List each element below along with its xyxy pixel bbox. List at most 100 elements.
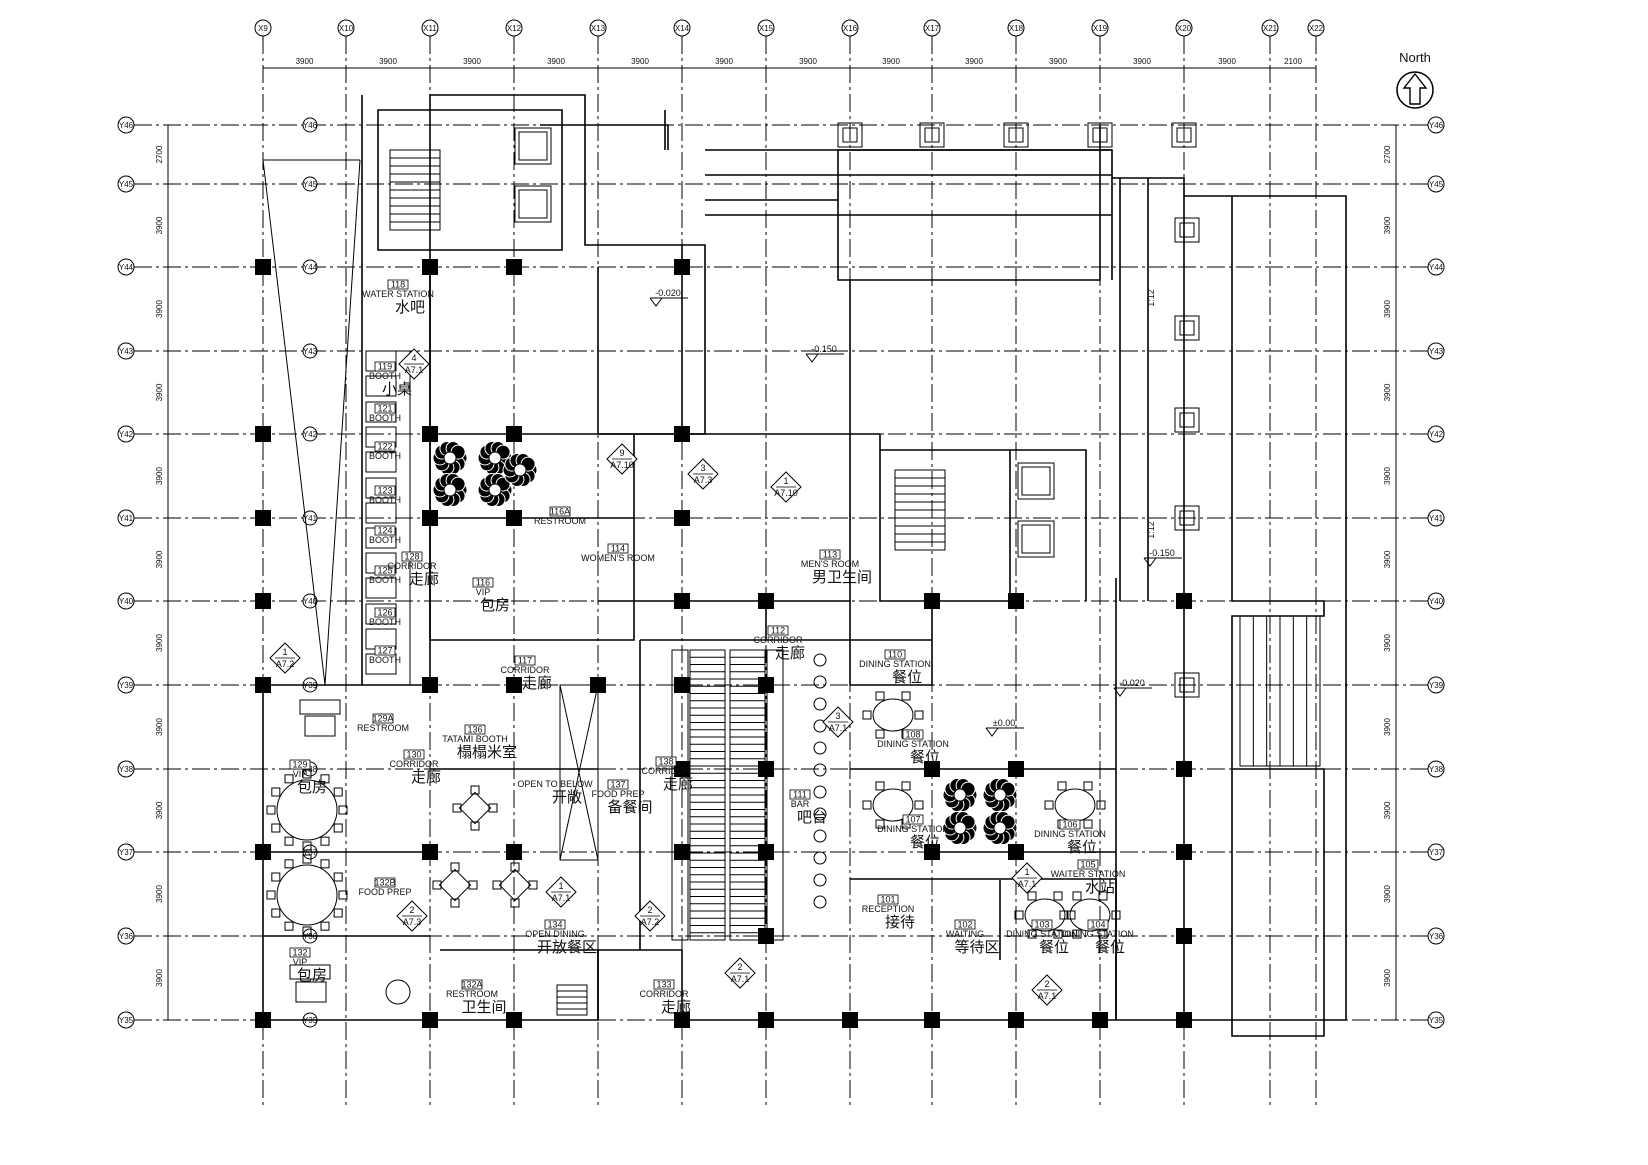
column	[1176, 844, 1192, 860]
column-outline	[1174, 407, 1200, 433]
stair-south	[556, 984, 588, 1016]
column	[758, 1012, 774, 1028]
column-core	[1179, 677, 1195, 693]
open-dining-table	[498, 868, 532, 902]
column	[674, 259, 690, 275]
wall-segment	[1231, 196, 1325, 1037]
room-number: 119	[378, 362, 392, 372]
section-mark-sheet: A7.1	[731, 974, 750, 984]
grid-label-row-left: Y39	[119, 681, 134, 690]
section-mark: 9A7.10	[606, 443, 638, 475]
room-name-cn: 水站	[1085, 879, 1115, 896]
room-number-box	[1087, 919, 1109, 930]
tree-trunk	[488, 483, 502, 497]
room-number-box	[884, 649, 906, 660]
section-mark-sheet: A7.3	[694, 475, 713, 485]
lift-car	[514, 185, 552, 223]
column-core	[1179, 412, 1195, 428]
room-name: BOOTH	[369, 371, 401, 381]
dim-row-left: 3900	[155, 300, 164, 318]
slope-label: 1:12	[1146, 289, 1156, 307]
tree-trunk	[443, 483, 457, 497]
section-mark-number: 1	[558, 881, 563, 891]
grid-bubble-row-inner	[302, 510, 318, 526]
room-name: BOOTH	[369, 617, 401, 627]
dim-row-right: 3900	[1383, 550, 1392, 568]
column	[255, 677, 271, 693]
lift-car	[1017, 520, 1055, 558]
grid-bubble-row-left	[117, 760, 135, 778]
grid-label-row-right: Y40	[1429, 597, 1444, 606]
dim-row-left: 3900	[155, 467, 164, 485]
open-dining-table-chair	[528, 880, 538, 890]
wall-segment	[837, 125, 1113, 281]
column	[924, 761, 940, 777]
grid-label-row-left: Y40	[119, 597, 134, 606]
grid-label-row-right: Y45	[1429, 180, 1444, 189]
grid-label-col: X9	[258, 24, 268, 33]
column	[1176, 593, 1192, 609]
room-name: DINING STATION	[859, 659, 931, 669]
booth-seat	[365, 502, 397, 524]
section-mark-sheet: A7.1	[1038, 991, 1057, 1001]
dim-row-left: 3900	[155, 634, 164, 652]
column	[758, 593, 774, 609]
room-number: 121	[377, 404, 392, 414]
room-number-box	[374, 877, 396, 888]
column	[506, 1012, 522, 1028]
grid-label-row-right: Y41	[1429, 514, 1444, 523]
column	[255, 510, 271, 526]
room-name-cn: 餐位	[910, 834, 940, 851]
grid-label-row-left: Y45	[119, 180, 134, 189]
vip-129-table-chair	[333, 823, 343, 833]
dim-row-right: 3900	[1383, 383, 1392, 401]
dim-col: 3900	[379, 57, 397, 66]
dining-station-chair	[875, 781, 885, 791]
dining-station-chair	[1098, 929, 1108, 939]
grid-label-row-left: Y36	[119, 932, 134, 941]
tree-dining-court	[942, 810, 978, 846]
column-outline	[1174, 672, 1200, 698]
open-dining-table-chair	[468, 880, 478, 890]
grid-label-col: X13	[591, 24, 606, 33]
room-name: FOOD PREP	[358, 887, 411, 897]
level-marker	[649, 297, 688, 307]
room-name-cn: 开敞	[552, 789, 582, 806]
column	[422, 1012, 438, 1028]
wall-segment	[263, 851, 430, 937]
grid-bubble-row-inner	[302, 593, 318, 609]
room-name: TATAMI BOOTH	[442, 734, 508, 744]
room-number-box	[1077, 859, 1099, 870]
wall-segment	[429, 267, 682, 641]
column	[255, 593, 271, 609]
vip-129-table-chair	[320, 836, 330, 846]
column-outline	[1171, 122, 1197, 148]
room-number-box	[461, 979, 483, 990]
grid-bubble-row-left	[117, 425, 135, 443]
grid-bubble-row-left	[117, 509, 135, 527]
grid-label-row-inner: Y42	[303, 430, 318, 439]
column-core	[1092, 127, 1108, 143]
room-number-box	[374, 441, 396, 452]
room-number: 122	[377, 442, 392, 452]
section-mark-sheet: A7.2	[276, 659, 295, 669]
room-number: 126	[377, 608, 392, 618]
room-number: 125	[377, 566, 392, 576]
column	[1176, 928, 1192, 944]
room-name: BOOTH	[369, 451, 401, 461]
open-dining-table-chair	[510, 862, 520, 872]
room-number-box	[514, 655, 536, 666]
open-dining-table	[458, 791, 492, 825]
column-outline	[1174, 217, 1200, 243]
wall-segment	[377, 109, 563, 251]
dim-row-left: 3900	[155, 550, 164, 568]
bar-stool	[813, 719, 827, 733]
